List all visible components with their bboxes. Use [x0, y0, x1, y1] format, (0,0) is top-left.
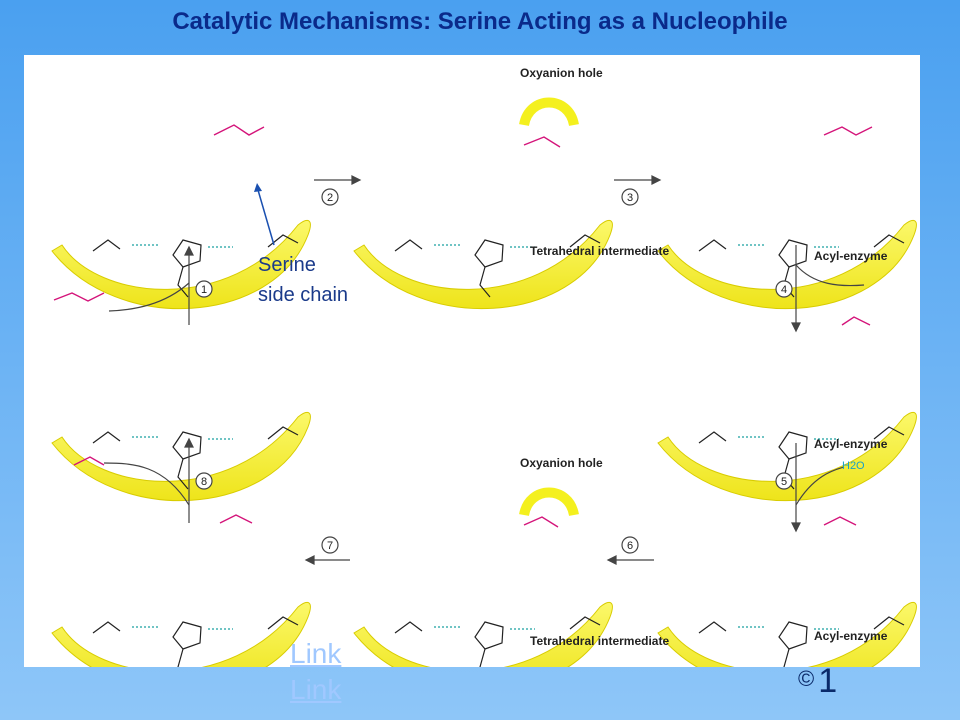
serine-side-chain-label: Serine side chain	[258, 250, 348, 310]
serine-label-line1: Serine	[258, 254, 316, 276]
arrow-step-4	[791, 245, 865, 333]
tetrahedral-intermediate-label-top: Tetrahedral intermediate	[530, 244, 669, 258]
arrow-step-2	[314, 175, 362, 185]
step-circle-5	[775, 472, 793, 490]
step-number-7: 7	[327, 540, 333, 552]
arrow-step-6	[606, 555, 654, 565]
arrow-step-1	[108, 245, 194, 325]
slide-number: 1	[818, 662, 838, 700]
oxyanion-hole-arc-bottom	[519, 487, 579, 517]
oxyanion-hole-arc-top	[519, 97, 579, 127]
tetrahedral-intermediate-label-bottom: Tetrahedral intermediate	[530, 634, 669, 648]
links: Link Link	[290, 636, 341, 708]
step-circle-6	[621, 536, 639, 554]
step-number-4: 4	[781, 284, 787, 296]
serine-pointer-arrow	[254, 183, 275, 246]
acyl-enzyme-label-2: Acyl-enzyme	[814, 437, 888, 451]
acyl-enzyme-label-3: Acyl-enzyme	[814, 629, 888, 643]
step-circle-8	[195, 472, 213, 490]
arrow-step-5	[791, 443, 845, 533]
arrow-step-8	[103, 437, 194, 523]
water-label: H2O	[842, 460, 865, 472]
step-circle-2	[321, 188, 339, 206]
arrow-step-7	[304, 555, 350, 565]
substrate-fragments	[53, 124, 873, 528]
acyl-enzyme-label-1: Acyl-enzyme	[814, 249, 888, 263]
page-title: Catalytic Mechanisms: Serine Acting as a…	[172, 8, 788, 35]
enzyme-state-free	[51, 411, 311, 502]
enzyme-state-8	[51, 601, 311, 667]
step-number-6: 6	[627, 540, 633, 552]
enzyme-state-2	[353, 219, 613, 310]
serine-label-line2: side chain	[258, 284, 349, 306]
step-number-3: 3	[627, 192, 633, 204]
mechanism-diagram: 2 3 4 5 6 7 8 1 Oxyanion hole Oxyanion h…	[24, 55, 920, 667]
arrow-step-3	[614, 175, 662, 185]
step-number-1: 1	[201, 284, 207, 296]
step-circle-4	[775, 280, 793, 298]
oxyanion-hole-label-bottom: Oxyanion hole	[520, 456, 603, 470]
copyright-notice: ©1	[798, 662, 837, 701]
step-circle-7	[321, 536, 339, 554]
link-2[interactable]: Link	[290, 674, 342, 705]
step-circle-3	[621, 188, 639, 206]
oxyanion-hole-label-top: Oxyanion hole	[520, 66, 603, 80]
step-number-8: 8	[201, 476, 207, 488]
step-number-5: 5	[781, 476, 787, 488]
copyright-icon: ©	[798, 666, 815, 691]
step-number-2: 2	[327, 192, 333, 204]
link-1[interactable]: Link	[290, 638, 342, 669]
step-circle-1	[195, 280, 213, 298]
